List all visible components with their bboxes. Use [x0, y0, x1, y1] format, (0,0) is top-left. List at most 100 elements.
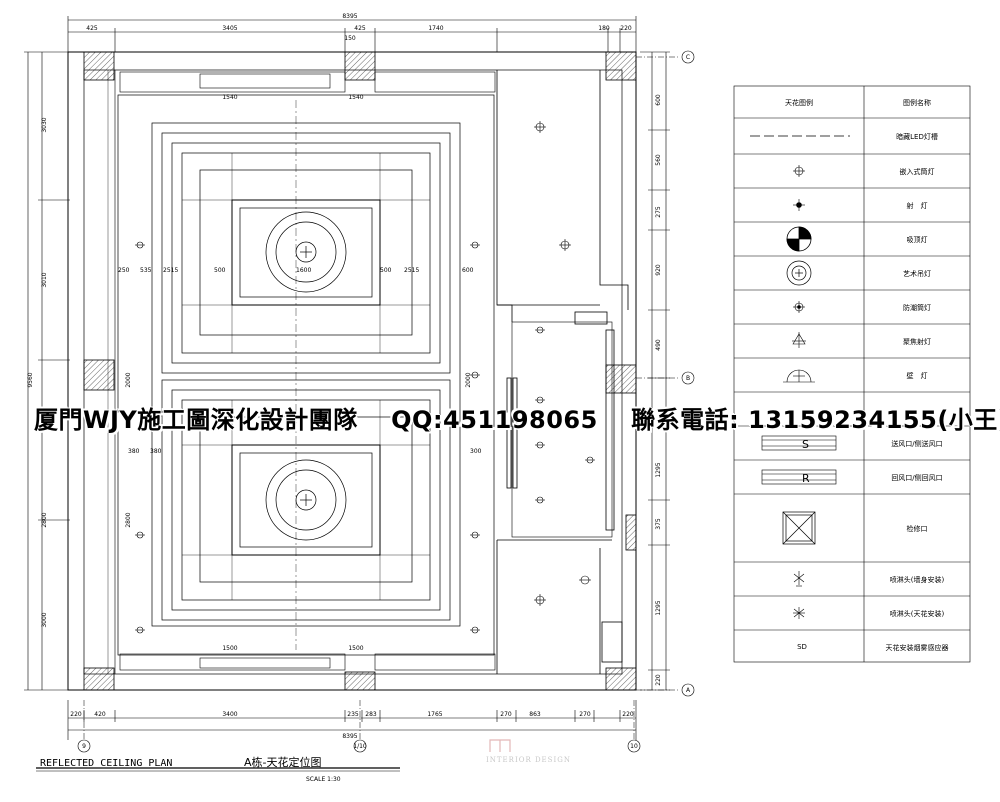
right-dim-seg: 560 — [655, 154, 662, 166]
grid-label: A — [686, 687, 691, 694]
right-dim-seg: 490 — [655, 339, 662, 351]
grid-marker-10 — [627, 739, 641, 753]
recessed-downlight-icon — [535, 441, 545, 449]
inner-dim: 250 — [118, 267, 130, 274]
left-dim-seg: 3000 — [41, 612, 48, 627]
inner-dim: 2800 — [125, 512, 132, 527]
bottom-dim-seg: 270 — [500, 711, 512, 718]
legend-header-symbol: 天花图例 — [785, 98, 813, 107]
right-dim-seg: 375 — [655, 518, 662, 530]
legend-table — [733, 85, 971, 663]
inner-dim: 500 — [380, 267, 392, 274]
top-dim-seg: 220 — [620, 25, 632, 32]
inner-dim: 1500 — [222, 645, 237, 652]
plan-name: REFLECTED CEILING PLAN — [40, 758, 172, 769]
legend-name: 吸顶灯 — [907, 235, 928, 244]
recessed-downlight-icon — [793, 165, 805, 177]
recessed-downlight-icon — [534, 594, 546, 606]
inner-dim: 1540 — [222, 94, 237, 101]
right-dim-seg: 275 — [655, 206, 662, 218]
left-dim-seg: 2800 — [41, 512, 48, 527]
inner-dim: 1500 — [348, 645, 363, 652]
top-dim-seg: 1740 — [428, 25, 443, 32]
bottom-dim-seg: 270 — [579, 711, 591, 718]
top-overall-dim: 8395 — [342, 13, 357, 20]
ceiling-sprinkler-icon — [793, 607, 805, 619]
inner-dim: 2000 — [125, 372, 132, 387]
ceiling-coffer-frames — [117, 94, 495, 656]
ceiling-lamp-icon — [786, 226, 812, 252]
inner-dim: 500 — [214, 267, 226, 274]
bottom-overall-dim: 8395 — [342, 733, 357, 740]
top-dim-seg: 3405 — [222, 25, 237, 32]
legend-name: 送风口/侧送风口 — [891, 439, 942, 448]
recessed-downlight-icon — [535, 326, 545, 334]
recessed-downlight-icon — [470, 241, 480, 249]
return-vent-glyph: R — [802, 472, 810, 485]
inner-dim: 600 — [462, 267, 474, 274]
wall-lamp-icon — [783, 369, 815, 383]
bottom-dim-seg: 863 — [529, 711, 541, 718]
inner-dim: 2000 — [465, 372, 472, 387]
recessed-downlight-icon — [470, 531, 480, 539]
return-vent-icon — [761, 469, 837, 485]
grid-label: 1/10 — [353, 743, 367, 750]
top-dim-seg: 180 — [598, 25, 610, 32]
recessed-downlights — [135, 121, 595, 634]
bottom-dim-seg: 220 — [70, 711, 82, 718]
drawing-scale: SCALE 1:30 — [306, 776, 341, 783]
inner-dim: 380 — [150, 448, 162, 455]
structural-columns — [83, 51, 637, 691]
curtain-boxes — [119, 71, 496, 671]
top-dim-seg: 425 — [354, 25, 366, 32]
legend-name: 喷淋头(天花安装) — [890, 609, 945, 618]
bottom-dim-seg: 283 — [365, 711, 377, 718]
legend-name: 射 灯 — [907, 201, 928, 210]
legend-name: 检修口 — [907, 524, 928, 533]
bottom-dim-seg: 420 — [94, 711, 106, 718]
left-overall-dim: 9560 — [27, 372, 34, 387]
bottom-dim-seg: 235 — [347, 711, 359, 718]
recessed-downlight-icon — [585, 456, 595, 464]
moisture-proof-light-icon — [793, 301, 805, 313]
top-dim-seg: 425 — [86, 25, 98, 32]
inner-dim: 300 — [470, 448, 482, 455]
recessed-downlight-icon — [135, 626, 145, 634]
bottom-dim-seg: 1765 — [427, 711, 442, 718]
grid-label: C — [686, 54, 690, 61]
legend-name: 回风口/侧回风口 — [891, 473, 942, 482]
smoke-detector-icon: SD — [797, 643, 807, 651]
building-walls — [67, 51, 637, 691]
recessed-downlight-icon — [559, 239, 571, 251]
right-dim-seg: 1295 — [655, 600, 662, 615]
legend-name: 暗藏LED灯槽 — [896, 132, 938, 141]
grid-marker-b — [681, 371, 695, 385]
recessed-downlight-icon — [534, 121, 546, 133]
access-panel-icon — [782, 511, 816, 545]
chandelier-icon — [265, 459, 347, 541]
grid-marker-1-10 — [353, 739, 367, 753]
bottom-dimension-chain — [67, 700, 637, 740]
right-dim-seg: 600 — [655, 94, 662, 106]
grid-label: 9 — [82, 743, 86, 750]
top-dim-small: 150 — [344, 35, 356, 42]
recessed-downlight-icon — [579, 575, 591, 585]
legend-name: 防潮筒灯 — [903, 303, 931, 312]
right-dim-seg: 920 — [655, 264, 662, 276]
right-rooms — [496, 70, 629, 674]
legend-name: 聚焦射灯 — [903, 337, 931, 346]
grid-label: B — [686, 375, 690, 382]
legend-name: 嵌入式筒灯 — [900, 167, 935, 176]
chandelier-icon — [265, 211, 347, 293]
recessed-downlight-icon — [470, 371, 480, 379]
wall-sprinkler-icon — [793, 571, 805, 587]
grid-label: 10 — [630, 743, 638, 750]
supply-vent-glyph: S — [802, 438, 809, 451]
drawing-title: A栋-天花定位图 — [244, 755, 322, 769]
recessed-downlight-icon — [535, 396, 545, 404]
recessed-downlight-icon — [470, 626, 480, 634]
grid-marker-a — [681, 683, 695, 697]
inner-dim: 1540 — [348, 94, 363, 101]
chandelier-icon — [786, 260, 812, 286]
